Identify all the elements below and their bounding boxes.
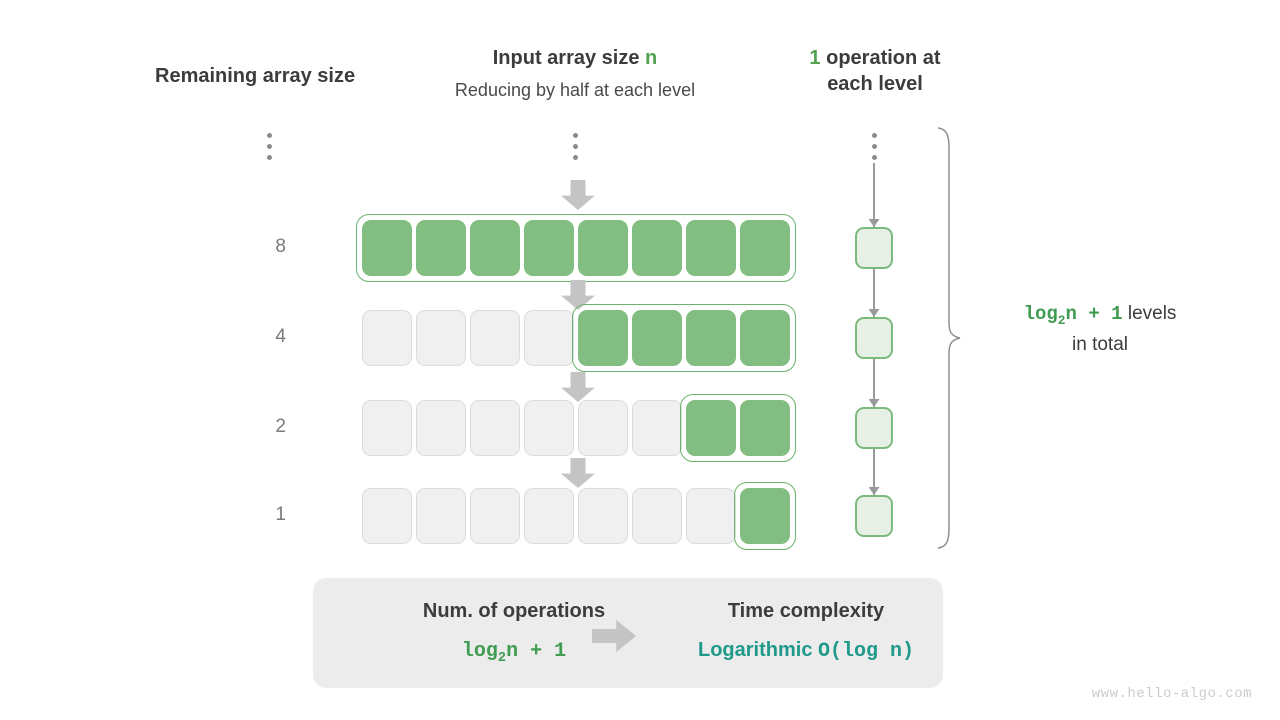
array-cell-inactive xyxy=(470,310,520,366)
operation-cell-level-2 xyxy=(855,317,893,359)
header-remaining-array-size: Remaining array size xyxy=(155,65,356,87)
array-row-4 xyxy=(362,304,796,372)
array-cell-inactive xyxy=(470,488,520,544)
array-cell-inactive xyxy=(362,488,412,544)
active-group-outline xyxy=(734,482,796,550)
active-group-outline xyxy=(356,214,796,282)
array-cell-active xyxy=(686,400,736,456)
vertical-ellipsis-icon-right xyxy=(872,133,878,166)
array-cell-active xyxy=(632,310,682,366)
array-cell-inactive xyxy=(416,310,466,366)
operation-connector-line xyxy=(873,359,875,407)
levels-in-total-note: log2n + 1 levels in total xyxy=(975,300,1225,358)
operation-arrowhead-icon xyxy=(868,219,880,227)
header-input-variable: n xyxy=(645,47,658,69)
array-cell-inactive xyxy=(578,488,628,544)
watermark: www.hello-algo.com xyxy=(1091,686,1252,702)
levels-suffix: levels xyxy=(1122,303,1177,324)
operation-connector-line xyxy=(873,449,875,495)
down-arrow-icon-level-3 xyxy=(561,372,595,402)
down-arrow-icon-level-4 xyxy=(561,458,595,488)
complexity-notation: O(log n) xyxy=(818,640,915,663)
array-cell-inactive xyxy=(416,488,466,544)
array-cell-inactive xyxy=(632,488,682,544)
array-cell-active xyxy=(740,488,790,544)
array-cell-active xyxy=(578,310,628,366)
array-cell-active xyxy=(416,220,466,276)
array-cell-active xyxy=(362,220,412,276)
complexity-word: Logarithmic xyxy=(697,639,813,661)
array-cell-active xyxy=(470,220,520,276)
active-group-outline xyxy=(680,394,796,462)
array-cell-active xyxy=(740,400,790,456)
array-row-8 xyxy=(356,214,796,282)
array-cell-inactive xyxy=(524,400,574,456)
header-input-text: Input array size xyxy=(492,47,646,69)
summary-operations-title: Num. of operations xyxy=(422,600,606,622)
down-arrow-icon-level-1 xyxy=(561,180,595,210)
array-cell-active xyxy=(740,220,790,276)
summary-operations-column: Num. of operations log2n + 1 xyxy=(339,600,689,666)
operation-connector-line xyxy=(873,269,875,317)
header-input-subtitle: Reducing by half at each level xyxy=(454,80,696,100)
header-ops-text: operation at each level xyxy=(820,47,941,95)
operation-cell-level-3 xyxy=(855,407,893,449)
array-cell-active xyxy=(632,220,682,276)
vertical-ellipsis-icon-middle xyxy=(573,133,579,166)
operation-arrowhead-icon xyxy=(868,309,880,317)
operation-cell-level-4 xyxy=(855,495,893,537)
array-cell-inactive xyxy=(578,400,628,456)
row-label-8: 8 xyxy=(275,236,286,257)
summary-complexity-column: Time complexity Logarithmic O(log n) xyxy=(681,600,931,663)
summary-complexity-title: Time complexity xyxy=(727,600,885,622)
header-ops-count: 1 xyxy=(809,47,821,69)
array-cell-active xyxy=(524,220,574,276)
array-cell-inactive xyxy=(686,488,736,544)
levels-note-line2: in total xyxy=(1072,333,1128,355)
array-cell-inactive xyxy=(632,400,682,456)
summary-complexity-value: Logarithmic O(log n) xyxy=(681,639,931,663)
array-cell-active xyxy=(740,310,790,366)
vertical-ellipsis-icon-left xyxy=(267,133,273,166)
array-cell-active xyxy=(578,220,628,276)
array-row-2 xyxy=(362,394,796,462)
row-label-4: 4 xyxy=(275,326,286,347)
array-row-1 xyxy=(362,482,796,550)
operation-arrowhead-icon xyxy=(868,487,880,495)
array-cell-active xyxy=(686,310,736,366)
operation-connector-line xyxy=(873,163,875,227)
array-cell-inactive xyxy=(362,310,412,366)
active-group-outline xyxy=(572,304,796,372)
summary-operations-value: log2n + 1 xyxy=(461,640,567,666)
array-cell-inactive xyxy=(362,400,412,456)
array-cell-inactive xyxy=(416,400,466,456)
array-cell-active xyxy=(686,220,736,276)
row-label-1: 1 xyxy=(275,504,286,525)
levels-formula: log2n + 1 xyxy=(1023,303,1123,328)
operation-cell-level-1 xyxy=(855,227,893,269)
operation-arrowhead-icon xyxy=(868,399,880,407)
levels-brace-icon xyxy=(937,127,961,549)
array-cell-inactive xyxy=(524,310,574,366)
row-label-2: 2 xyxy=(275,416,286,437)
array-cell-inactive xyxy=(524,488,574,544)
array-cell-inactive xyxy=(470,400,520,456)
header-operations-per-level: 1 operation at each level xyxy=(790,46,960,97)
header-input-array-size: Input array size n xyxy=(455,46,695,72)
